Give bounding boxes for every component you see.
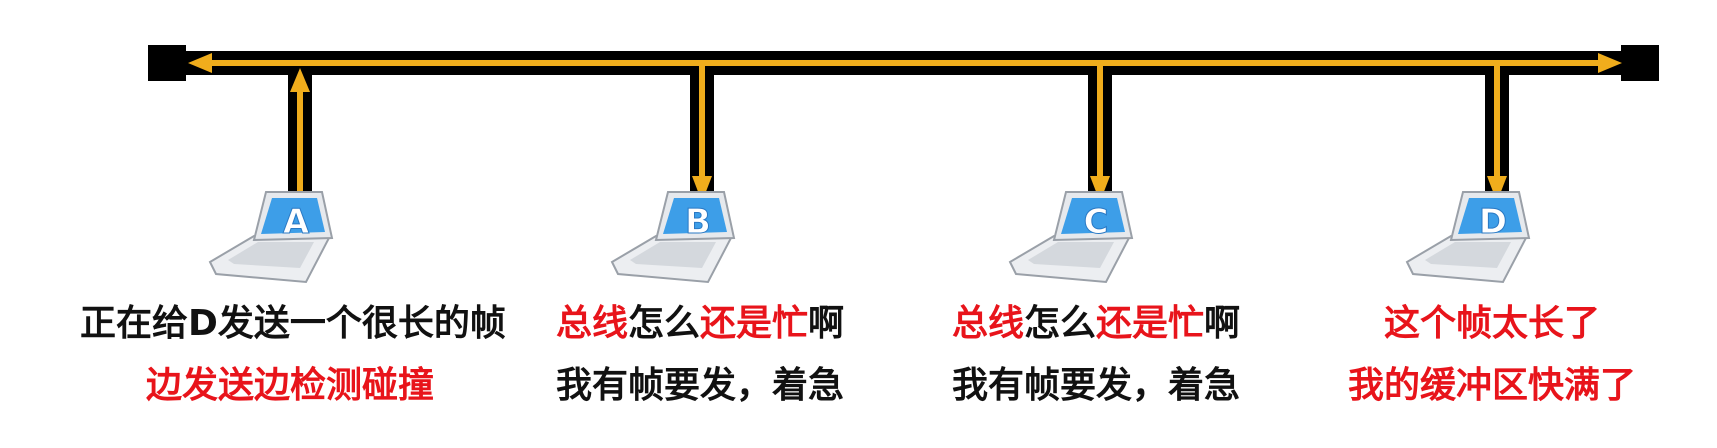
station-b-laptop-icon: B <box>610 191 736 284</box>
laptop-screen <box>1458 198 1522 234</box>
laptop-keyboard <box>630 242 716 268</box>
station-d-arrow-head-down <box>1487 176 1507 202</box>
bus-terminator-left <box>148 45 186 81</box>
laptop-keyboard <box>1425 242 1511 268</box>
laptop-keyboard <box>1028 242 1114 268</box>
station-b-arrow-shaft <box>699 66 705 178</box>
laptop-screen <box>1061 198 1125 234</box>
caption-segment: 怎么 <box>627 303 700 344</box>
caption-segment: 我有帧要发，着急 <box>555 365 844 406</box>
caption-segment: 我有帧要发，着急 <box>951 365 1240 406</box>
bus-arrow-shaft <box>210 60 1600 66</box>
station-b-arrow-head-down <box>692 176 712 202</box>
station-a-caption-2: 边发送边检测碰撞 <box>80 364 500 408</box>
station-c-caption-2: 我有帧要发，着急 <box>886 364 1306 408</box>
caption-segment: 我的缓冲区快满了 <box>1347 365 1636 406</box>
station-a-laptop-icon: A <box>208 191 334 284</box>
station-a-letter: A <box>283 202 310 242</box>
station-a-arrow-head-up <box>290 68 310 92</box>
caption-segment: 正在给D发送一个很长的帧 <box>80 303 506 344</box>
station-c-caption-1: 总线怎么还是忙啊 <box>886 302 1306 346</box>
station-a-arrow-shaft <box>297 90 303 200</box>
caption-segment: 这个帧太长了 <box>1383 303 1600 344</box>
station-b-caption-2: 我有帧要发，着急 <box>490 364 910 408</box>
station-d-laptop-icon: D <box>1405 191 1531 284</box>
station-c-laptop-icon: C <box>1008 191 1134 284</box>
station-d-letter: D <box>1479 202 1507 242</box>
station-d-arrow-shaft <box>1494 66 1500 178</box>
caption-segment: 还是忙 <box>1096 303 1205 344</box>
laptop-keyboard <box>228 242 314 268</box>
station-d-caption-1: 这个帧太长了 <box>1282 302 1702 346</box>
caption-segment: 总线 <box>951 303 1024 344</box>
station-d-caption-2: 我的缓冲区快满了 <box>1282 364 1702 408</box>
caption-segment: 啊 <box>1204 303 1241 344</box>
bus-terminator-right <box>1621 45 1659 81</box>
laptop-screen <box>261 198 325 234</box>
laptop-screen <box>663 198 727 234</box>
station-c-arrow-shaft <box>1097 66 1103 178</box>
caption-segment: 啊 <box>808 303 845 344</box>
caption-segment: 还是忙 <box>700 303 809 344</box>
station-b-letter: B <box>685 202 711 242</box>
bus-arrow-head-right <box>1598 53 1622 73</box>
bus-arrow-head-left <box>188 53 212 73</box>
caption-segment: 边发送边检测碰撞 <box>145 365 434 406</box>
station-a-caption-1: 正在给D发送一个很长的帧 <box>80 302 506 346</box>
station-b-caption-1: 总线怎么还是忙啊 <box>490 302 910 346</box>
station-c-letter: C <box>1084 202 1109 242</box>
caption-segment: 总线 <box>555 303 628 344</box>
station-c-arrow-head-down <box>1090 176 1110 202</box>
caption-segment: 怎么 <box>1023 303 1096 344</box>
